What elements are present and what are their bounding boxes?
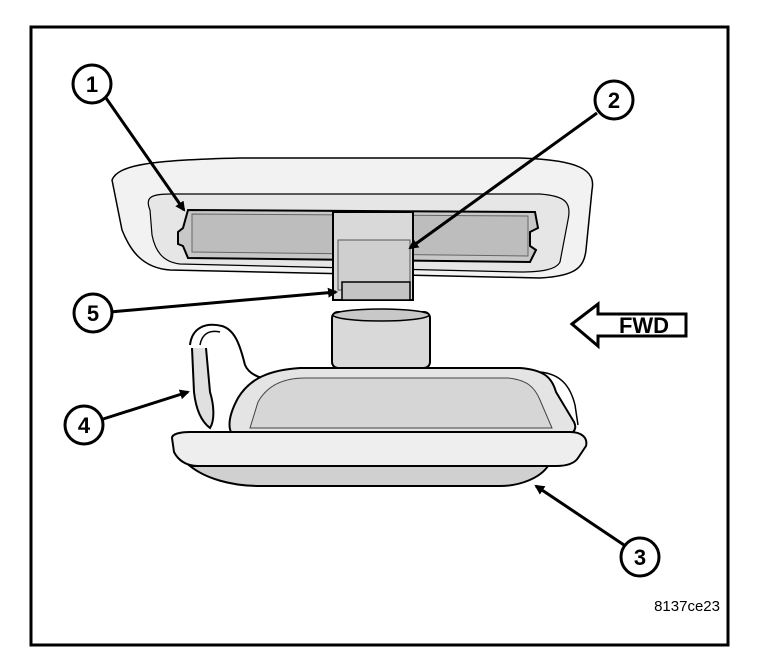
callout-3-label: 3 (634, 545, 646, 570)
callout-5-label: 5 (87, 301, 99, 326)
leader-arrow-1 (104, 97, 186, 212)
figure-code: 8137ce23 (654, 598, 720, 615)
callout-2-label: 2 (608, 88, 620, 113)
leader-arrow-5 (109, 287, 338, 314)
leader-arrow-4 (99, 389, 190, 422)
figure-border (29, 25, 730, 647)
lamp-lens (170, 431, 588, 487)
lamp-housing (228, 367, 579, 437)
callout-5: 5 (72, 292, 114, 334)
direction-label: FWD (619, 313, 669, 338)
forward-direction-arrow: FWD (569, 300, 688, 350)
lamp-stem (332, 211, 414, 301)
callout-1-label: 1 (86, 72, 98, 97)
leader-arrow-3 (534, 484, 625, 547)
retaining-clip (189, 323, 263, 430)
leader-arrow-2 (408, 111, 598, 250)
callout-2: 2 (593, 79, 635, 121)
callout-3: 3 (619, 536, 661, 578)
swivel-neck (331, 308, 431, 369)
callout-1: 1 (71, 63, 113, 105)
callout-4-label: 4 (78, 413, 91, 438)
callout-4: 4 (63, 404, 105, 446)
